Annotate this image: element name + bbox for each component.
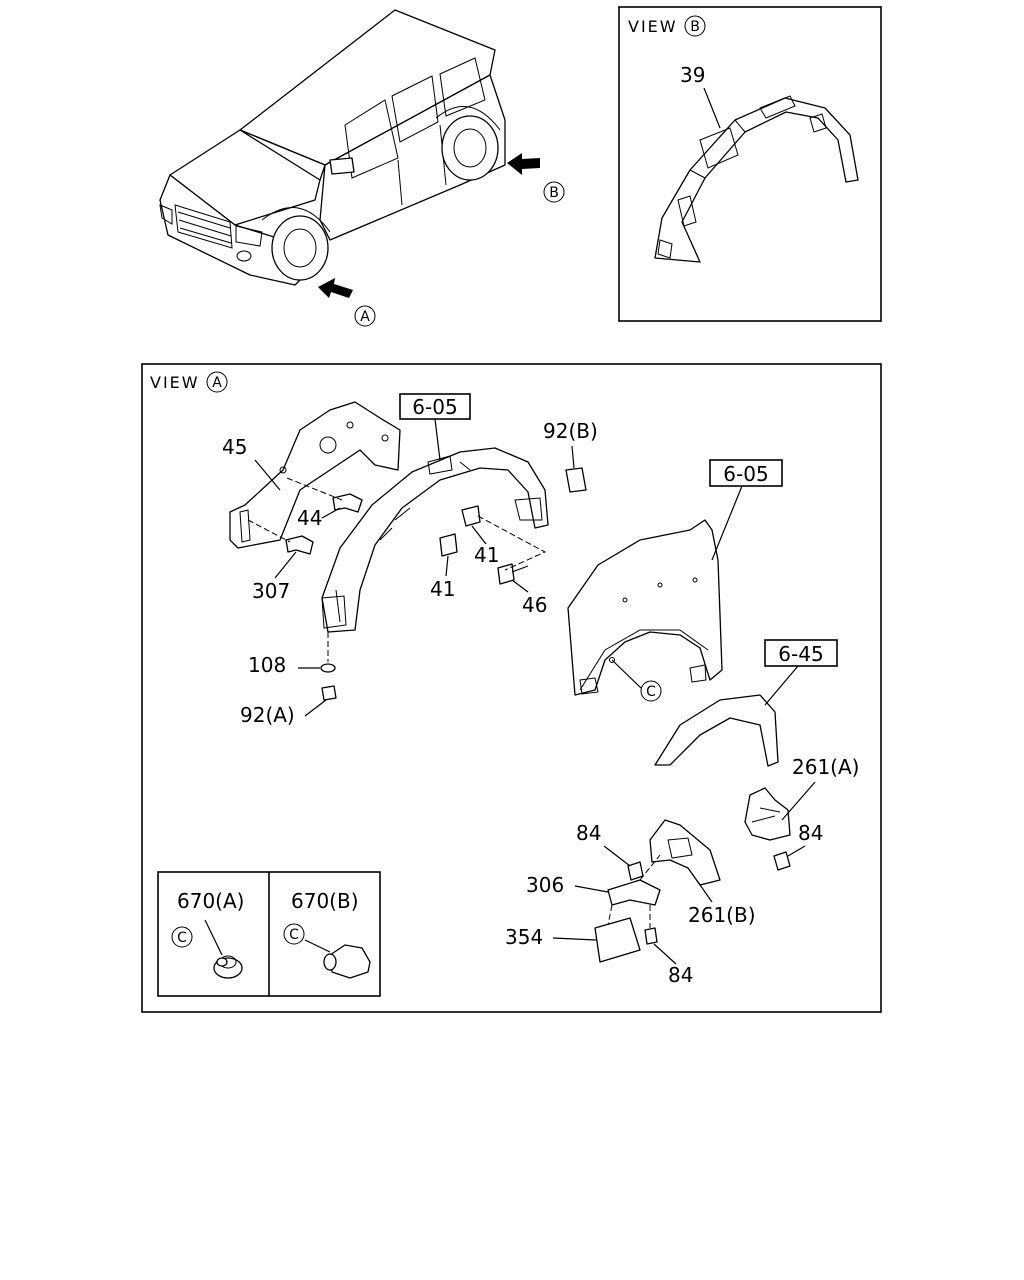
view-b-panel: VIEW B 39 — [618, 6, 882, 322]
clip-41-lower — [439, 533, 458, 557]
marker-c-670a-text: C — [177, 930, 187, 946]
part-label-84-right: 84 — [798, 821, 823, 845]
marker-a-text: A — [360, 309, 370, 325]
marker-c-fender: C — [640, 680, 662, 702]
mud-guard-261b — [649, 819, 721, 886]
part-label-41-lower: 41 — [430, 577, 455, 601]
part-label-39: 39 — [680, 63, 705, 87]
part-label-84-top: 84 — [576, 821, 601, 845]
ref-label-6-05-fender: 6-05 — [723, 462, 768, 486]
wheel-arch-molding — [654, 694, 779, 767]
part-label-45: 45 — [222, 435, 247, 459]
washer-108 — [320, 663, 336, 673]
ref-label-6-05-liner: 6-05 — [412, 395, 457, 419]
view-b-title: VIEW — [628, 17, 678, 36]
clip-84-right — [773, 851, 791, 871]
vehicle-illustration — [159, 9, 506, 286]
front-wheel-liner — [321, 447, 549, 633]
view-a-title: VIEW — [150, 373, 200, 392]
clip-84-top — [627, 861, 644, 881]
part-label-46: 46 — [522, 593, 547, 617]
part-label-307: 307 — [252, 579, 290, 603]
part-label-92b: 92(B) — [543, 419, 598, 443]
part-label-41-upper: 41 — [474, 543, 499, 567]
bracket-306 — [607, 879, 661, 906]
clip-44 — [332, 493, 363, 513]
ref-label-6-45: 6-45 — [778, 642, 823, 666]
part-label-261b: 261(B) — [688, 903, 756, 927]
view-a-marker: A — [212, 375, 222, 391]
clip-92b — [565, 467, 587, 493]
view-b-arrow-icon — [507, 153, 540, 175]
part-label-84-bottom: 84 — [668, 963, 693, 987]
mud-flap-354 — [594, 917, 641, 963]
clip-307 — [285, 535, 314, 555]
fastener-detail-box — [157, 871, 381, 997]
part-label-306: 306 — [526, 873, 564, 897]
view-a-arrow-icon — [318, 278, 353, 298]
part-label-92a: 92(A) — [240, 703, 295, 727]
clip-84-bottom — [644, 927, 658, 945]
part-label-670b: 670(B) — [291, 889, 359, 913]
marker-b-circle: B — [543, 181, 565, 203]
marker-a-circle: A — [354, 305, 376, 327]
marker-b-text: B — [549, 185, 559, 201]
clip-41-upper — [461, 505, 481, 527]
screw-46 — [497, 563, 529, 585]
view-b-marker: B — [690, 19, 700, 35]
splash-shield-45 — [229, 401, 401, 549]
view-a-panel: VIEW A — [141, 363, 882, 1013]
part-label-108: 108 — [248, 653, 286, 677]
grommet-670b — [323, 944, 371, 979]
marker-c-670a: C — [171, 926, 193, 948]
part-label-44: 44 — [297, 506, 322, 530]
marker-c-fender-text: C — [646, 684, 656, 700]
grommet-670a — [213, 955, 243, 979]
part-label-670a: 670(A) — [177, 889, 244, 913]
part-label-354: 354 — [505, 925, 543, 949]
marker-c-670b: C — [283, 923, 305, 945]
part-label-261a: 261(A) — [792, 755, 859, 779]
rear-wheel-liner — [654, 95, 859, 263]
bracket-261a — [744, 787, 791, 841]
nut-92a — [321, 685, 337, 701]
marker-c-670b-text: C — [289, 927, 299, 943]
front-fender — [567, 519, 723, 696]
